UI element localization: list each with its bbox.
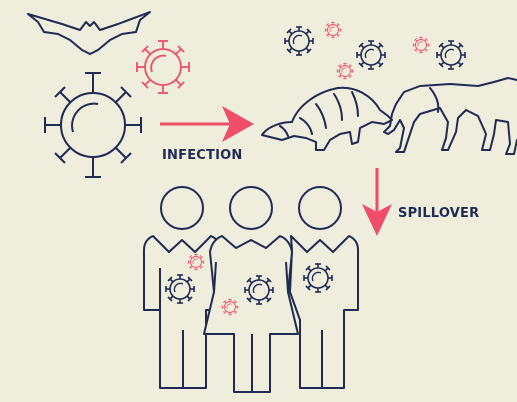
- virus-icon: [304, 264, 332, 292]
- infection-label: INFECTION: [162, 148, 242, 163]
- arrow-icon: [160, 106, 254, 142]
- person-icon: [204, 187, 298, 392]
- virus-icon: [437, 41, 465, 69]
- spillover-label: SPILLOVER: [398, 206, 479, 221]
- virus-icon: [45, 73, 141, 177]
- virus-icon: [285, 27, 313, 55]
- fox-icon: [384, 78, 517, 154]
- virus-icon: [137, 41, 189, 93]
- virus-icon: [166, 275, 194, 303]
- bat-icon: [28, 12, 150, 54]
- person-icon: [290, 187, 358, 388]
- person-icon: [144, 187, 220, 388]
- virus-icon: [357, 41, 385, 69]
- pangolin-icon: [262, 88, 392, 150]
- arrow-icon: [362, 168, 392, 236]
- virus-icon: [325, 22, 428, 78]
